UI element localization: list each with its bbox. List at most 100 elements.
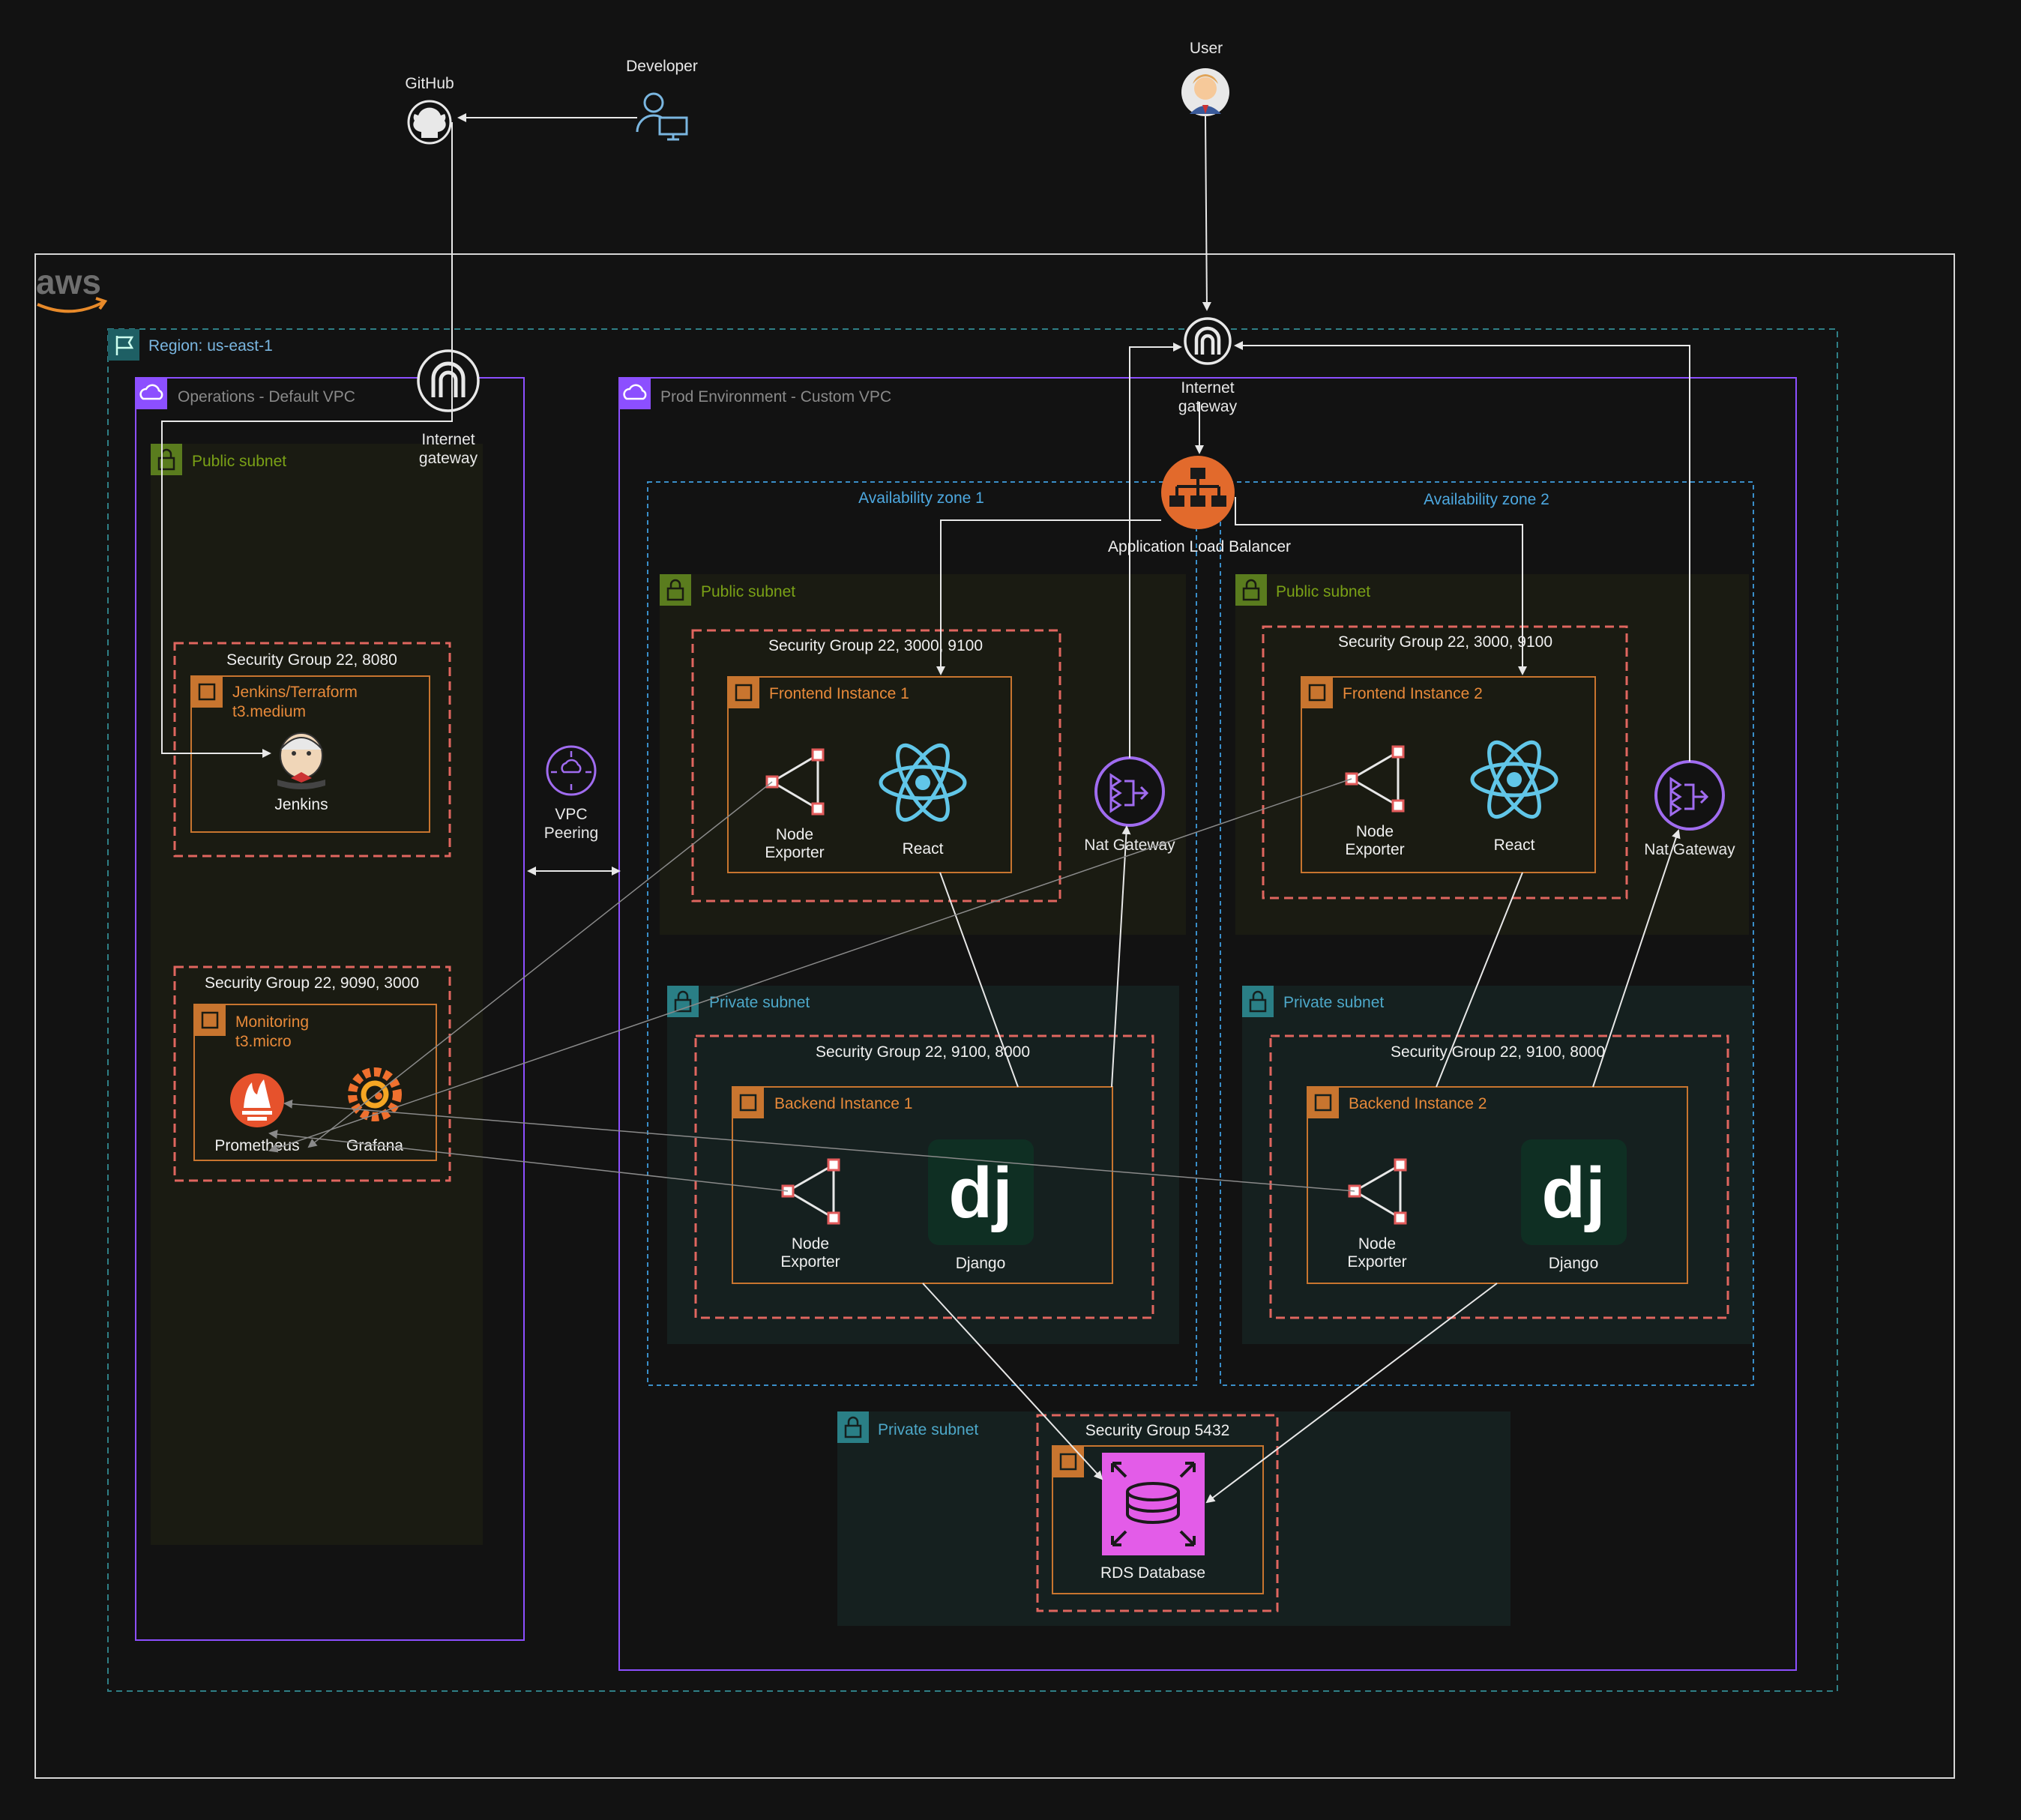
region-label: Region: us-east-1 xyxy=(148,337,273,355)
sg-database-label: Security Group 5432 xyxy=(1085,1422,1230,1439)
grafana-label: Grafana xyxy=(346,1137,403,1154)
alb-label: Application Load Balancer xyxy=(1108,538,1291,555)
backend-1-chip-icon xyxy=(732,1087,764,1118)
sg-frontend-1 xyxy=(691,629,1061,903)
be1-node-exporter-label-1: Node xyxy=(792,1235,829,1253)
aws-cloud-boundary xyxy=(34,253,1955,1779)
nat-gateway-icon[interactable] xyxy=(1654,760,1725,831)
ops-vpc-label: Operations - Default VPC xyxy=(178,388,355,406)
ops-igw-label-line1: Internet xyxy=(421,431,475,448)
node-exporter-icon[interactable] xyxy=(1348,1158,1407,1225)
rds-instance[interactable] xyxy=(1052,1445,1264,1594)
frontend-1-label: Frontend Instance 1 xyxy=(769,685,909,702)
github-icon[interactable] xyxy=(407,100,452,145)
nat-gateway-icon[interactable] xyxy=(1094,756,1165,827)
frontend-1-chip-icon xyxy=(728,677,759,708)
az1-private-subnet-label: Private subnet xyxy=(709,994,810,1011)
vpc-peering-label-line2: Peering xyxy=(544,825,598,842)
frontend-2-chip-icon xyxy=(1301,677,1333,708)
ops-public-subnet xyxy=(151,444,483,1545)
developer-icon[interactable] xyxy=(636,92,688,141)
ops-vpc-cloud-icon xyxy=(136,378,167,409)
prod-igw-label-line1: Internet xyxy=(1181,379,1234,397)
sg-jenkins xyxy=(173,642,451,858)
grafana-icon[interactable] xyxy=(348,1067,402,1121)
be1-django-label: Django xyxy=(956,1255,1006,1272)
nat-gateway-1-label: Nat Gateway xyxy=(1084,837,1175,854)
vpc-peering-label-line1: VPC xyxy=(555,806,587,823)
django-icon[interactable]: dj xyxy=(928,1139,1034,1245)
user-avatar-icon[interactable] xyxy=(1181,68,1229,116)
monitoring-instance-label: Monitoring xyxy=(235,1013,309,1031)
monitoring-instance-chip-icon xyxy=(194,1004,226,1036)
ops-igw-label-line2: gateway xyxy=(419,450,478,467)
sg-frontend-2-label: Security Group 22, 3000, 9100 xyxy=(1338,633,1552,651)
jenkins-label: Jenkins xyxy=(274,796,328,813)
sg-monitoring xyxy=(173,965,451,1182)
sg-jenkins-label: Security Group 22, 8080 xyxy=(226,651,397,669)
jenkins-instance-label: Jenkins/Terraform xyxy=(232,684,358,701)
django-glyph: dj xyxy=(948,1153,1012,1233)
connectors xyxy=(161,113,1690,1504)
fe1-node-exporter-label-1: Node xyxy=(776,826,813,843)
rds-chip-icon xyxy=(1052,1446,1084,1477)
az2-public-subnet xyxy=(1235,574,1749,935)
monitoring-instance[interactable] xyxy=(193,1004,437,1161)
prod-internet-gateway-icon[interactable] xyxy=(1184,317,1232,365)
backend-instance-2[interactable] xyxy=(1307,1086,1688,1284)
az1-private-subnet xyxy=(667,986,1179,1344)
be2-django-label: Django xyxy=(1549,1255,1599,1272)
jenkins-instance-type: t3.medium xyxy=(232,703,306,720)
db-private-subnet-label: Private subnet xyxy=(878,1421,978,1438)
aws-logo-text: aws xyxy=(36,262,101,301)
fe2-node-exporter-label-2: Exporter xyxy=(1345,841,1404,858)
aws-logo: aws xyxy=(36,262,108,313)
jenkins-icon[interactable] xyxy=(277,732,325,789)
az2-label: Availability zone 2 xyxy=(1424,491,1549,508)
node-exporter-icon[interactable] xyxy=(1345,745,1405,813)
prod-vpc-cloud-icon xyxy=(619,378,651,409)
user-label: User xyxy=(1190,40,1223,57)
django-glyph: dj xyxy=(1541,1153,1605,1233)
sg-frontend-2 xyxy=(1262,625,1628,900)
ops-internet-gateway-icon[interactable] xyxy=(417,349,480,412)
az2-public-subnet-label: Public subnet xyxy=(1276,583,1370,600)
ops-public-subnet-lock-icon xyxy=(151,444,182,475)
availability-zone-1 xyxy=(647,481,1197,1386)
fe2-react-label: React xyxy=(1494,837,1535,854)
region-boundary xyxy=(107,328,1838,1692)
prometheus-label: Prometheus xyxy=(214,1137,299,1154)
az2-private-subnet-label: Private subnet xyxy=(1283,994,1384,1011)
sg-database xyxy=(1036,1414,1279,1612)
sg-backend-1-label: Security Group 22, 9100, 8000 xyxy=(816,1043,1030,1061)
rds-label: RDS Database xyxy=(1100,1564,1205,1582)
frontend-instance-1[interactable] xyxy=(727,676,1012,873)
az1-public-subnet-label: Public subnet xyxy=(701,583,795,600)
sg-frontend-1-label: Security Group 22, 3000, 9100 xyxy=(768,637,983,654)
load-balancer-icon[interactable] xyxy=(1161,456,1235,529)
django-icon[interactable]: dj xyxy=(1521,1139,1627,1245)
az2-public-subnet-lock-icon xyxy=(1235,574,1267,606)
vpc-peering-icon[interactable] xyxy=(546,745,597,796)
fe1-node-exporter-label-2: Exporter xyxy=(765,844,824,861)
prod-vpc-label: Prod Environment - Custom VPC xyxy=(660,388,891,406)
az2-private-subnet-lock-icon xyxy=(1242,986,1274,1017)
backend-1-label: Backend Instance 1 xyxy=(774,1095,912,1112)
fe2-node-exporter-label-1: Node xyxy=(1356,823,1394,840)
nat-gateway-2-label: Nat Gateway xyxy=(1644,841,1735,858)
fe1-react-label: React xyxy=(903,840,944,858)
react-icon[interactable] xyxy=(1470,735,1558,824)
be2-node-exporter-label-2: Exporter xyxy=(1347,1253,1406,1271)
sg-backend-2 xyxy=(1269,1034,1729,1319)
backend-2-label: Backend Instance 2 xyxy=(1349,1095,1487,1112)
rds-database-icon[interactable] xyxy=(1102,1453,1205,1555)
be1-node-exporter-label-2: Exporter xyxy=(780,1253,840,1271)
frontend-instance-2[interactable] xyxy=(1301,676,1596,873)
be2-node-exporter-label-1: Node xyxy=(1358,1235,1396,1253)
prometheus-icon[interactable] xyxy=(230,1073,284,1127)
frontend-2-label: Frontend Instance 2 xyxy=(1343,685,1483,702)
sg-backend-2-label: Security Group 22, 9100, 8000 xyxy=(1391,1043,1605,1061)
db-private-subnet-lock-icon xyxy=(837,1411,869,1443)
react-icon[interactable] xyxy=(879,738,967,827)
az2-private-subnet xyxy=(1242,986,1753,1344)
